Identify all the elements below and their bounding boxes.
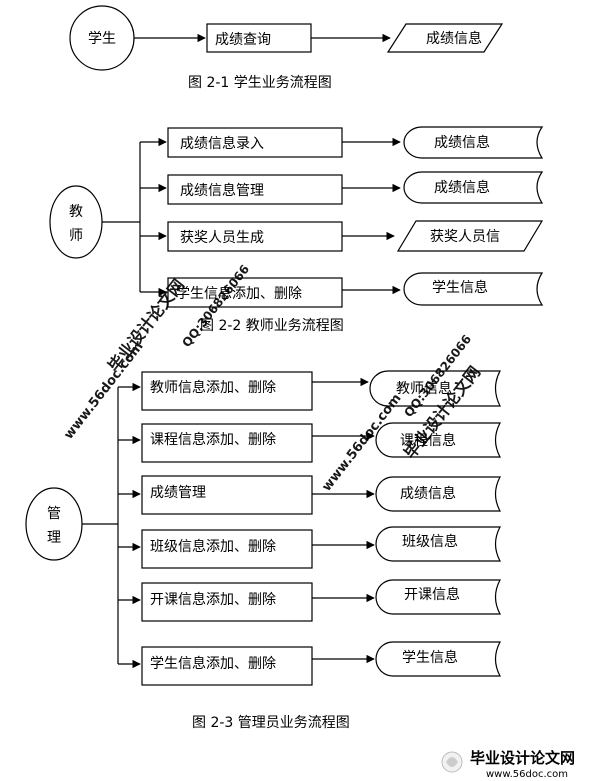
watermark-right: 毕业设计论文网 QQ:306826066 www.56doc.com [319, 332, 484, 494]
teacher-output-label-4: 学生信息 [432, 279, 488, 296]
admin-process-box-4 [141, 529, 313, 569]
admin-output-label-4: 班级信息 [402, 533, 458, 550]
grade-info-output-label: 成绩信息 [426, 30, 482, 47]
footer-logo-swirl-icon [446, 757, 458, 767]
admin-actor-node [25, 487, 83, 561]
figure-admin-flow: 管 理 教师信息添加、删除 教师信息 课程信息添加、删除 课程信息 成绩管理 成… [25, 370, 501, 731]
figure-2-1-caption: 图 2-1 学生业务流程图 [188, 75, 332, 91]
teacher-actor-node [49, 185, 103, 259]
teacher-output-4 [403, 272, 544, 306]
footer-url: www.56doc.com [486, 769, 568, 780]
teacher-process-label-3: 获奖人员生成 [180, 229, 264, 246]
admin-process-box-2 [141, 423, 313, 463]
footer-site-name: 毕业设计论文网 [470, 749, 575, 767]
admin-process-label-5: 开课信息添加、删除 [150, 591, 276, 608]
teacher-output-label-3: 获奖人员信 [430, 228, 500, 245]
admin-process-label-6: 学生信息添加、删除 [150, 655, 276, 672]
grade-info-output [386, 23, 504, 53]
figure-teacher-flow: 教 师 成绩信息录入 成绩信息 成绩信息管理 成绩信息 获奖人员生成 获奖人员信… [49, 126, 544, 334]
figure-student-flow: 学生 成绩查询 成绩信息 图 2-1 学生业务流程图 [69, 5, 504, 91]
teacher-process-label-2: 成绩信息管理 [180, 182, 264, 199]
admin-process-label-1: 教师信息添加、删除 [150, 379, 276, 396]
admin-process-box-3 [141, 475, 313, 515]
teacher-actor-label-2: 师 [69, 228, 83, 244]
admin-process-box-6 [141, 646, 313, 686]
admin-process-label-2: 课程信息添加、删除 [150, 431, 276, 448]
teacher-process-label-4: 学生信息添加、删除 [176, 285, 302, 302]
grade-query-box [206, 23, 312, 53]
admin-output-label-3: 成绩信息 [400, 485, 456, 502]
teacher-process-box-2 [167, 174, 343, 205]
admin-actor-label-1: 管 [47, 506, 61, 522]
teacher-output-3 [396, 220, 544, 252]
teacher-output-label-1: 成绩信息 [434, 134, 490, 151]
admin-output-1 [369, 370, 501, 407]
admin-output-3 [375, 476, 501, 512]
admin-output-6 [375, 641, 501, 677]
teacher-output-1 [403, 126, 544, 159]
admin-output-label-2: 课程信息 [400, 432, 456, 449]
admin-process-box-1 [141, 371, 313, 411]
figure-2-2-caption: 图 2-2 教师业务流程图 [200, 318, 344, 334]
admin-process-box-5 [141, 582, 313, 622]
watermark-site-name-left: 毕业设计论文网 [104, 275, 188, 375]
teacher-output-2 [403, 171, 544, 204]
teacher-process-box-4 [167, 277, 343, 308]
admin-output-2 [375, 422, 501, 458]
footer-logo-watermark: 毕业设计论文网 www.56doc.com [441, 749, 575, 780]
admin-actor-label-2: 理 [47, 530, 61, 546]
teacher-process-label-1: 成绩信息录入 [180, 135, 264, 152]
watermark-url-left: www.56doc.com [61, 339, 146, 442]
teacher-process-box-1 [167, 127, 343, 158]
admin-output-5 [375, 579, 501, 615]
student-actor-label: 学生 [88, 31, 116, 47]
figure-2-3-caption: 图 2-3 管理员业务流程图 [192, 715, 350, 731]
watermark-left: 毕业设计论文网 QQ:306826066 www.56doc.com [61, 262, 252, 442]
teacher-actor-label-1: 教 [69, 204, 83, 220]
teacher-output-label-2: 成绩信息 [434, 179, 490, 196]
admin-output-label-6: 学生信息 [402, 649, 458, 666]
admin-output-label-5: 开课信息 [404, 586, 460, 603]
grade-query-label: 成绩查询 [215, 32, 271, 48]
admin-process-label-3: 成绩管理 [150, 485, 206, 501]
admin-process-label-4: 班级信息添加、删除 [150, 538, 276, 555]
admin-output-label-1: 教师信息 [396, 380, 452, 397]
admin-output-4 [375, 526, 501, 562]
